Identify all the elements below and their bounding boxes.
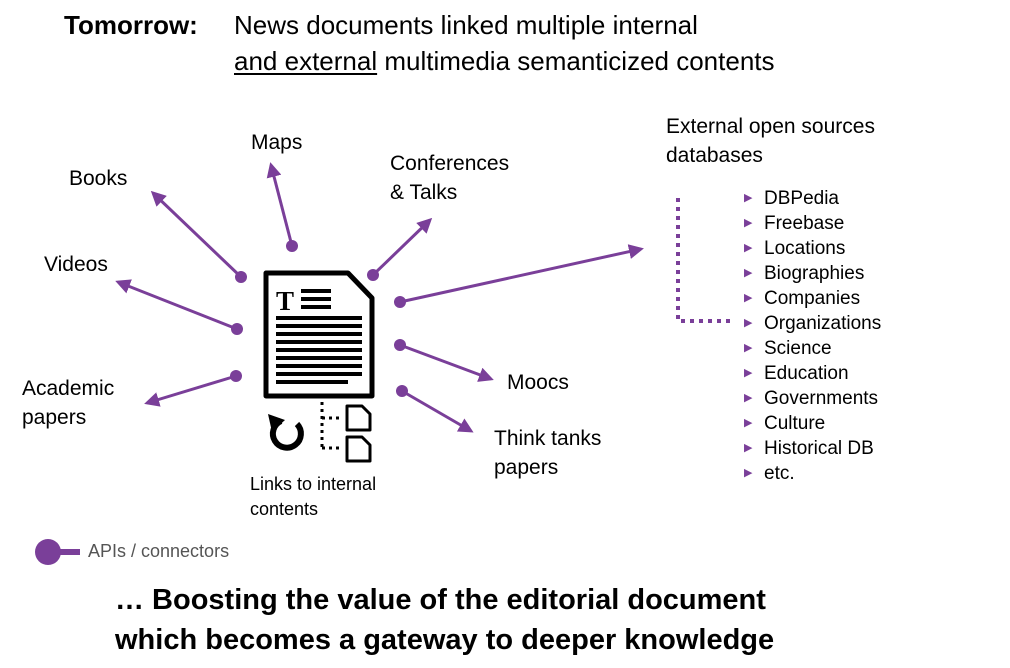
connector-dot-conferences: [367, 269, 379, 281]
internal-links-line2: contents: [250, 499, 319, 519]
header-line2-rest: multimedia semanticized contents: [377, 46, 775, 76]
list-item: ▶ etc.: [744, 461, 881, 486]
node-moocs: Moocs: [507, 371, 569, 394]
document-icon: T: [263, 270, 375, 399]
node-conferences: Conferences & Talks: [390, 149, 509, 207]
connector-dot-academic: [230, 370, 242, 382]
connector-dot-think-tanks: [396, 385, 408, 397]
list-item-label: Governments: [764, 388, 879, 409]
header-underlined: and external: [234, 46, 378, 76]
arrow-books: [150, 190, 243, 279]
header-line1: News documents linked multiple internal: [234, 10, 698, 40]
connector-dot-videos: [231, 323, 243, 335]
list-item: ▶ Governments: [744, 386, 881, 411]
node-conferences-line2: & Talks: [390, 181, 458, 204]
connector-dot-maps: [286, 240, 298, 252]
arrow-think-tanks: [401, 389, 474, 433]
connector-dot-external: [394, 296, 406, 308]
list-item-label: Locations: [764, 238, 846, 259]
external-title-line2: databases: [666, 144, 763, 167]
external-list: ▶ DBPedia ▶ Freebase ▶ Locations ▶ Biographi…: [744, 186, 881, 486]
list-item: ▶ Biographies: [744, 261, 881, 286]
node-maps: Maps: [251, 131, 303, 154]
node-think-tanks-line1: Think tanks: [494, 427, 602, 450]
linked-files-icon: [320, 402, 372, 463]
triangle-bullet-icon: ▶: [744, 342, 753, 354]
list-item: ▶ Historical DB: [744, 436, 881, 461]
list-item-label: Freebase: [764, 213, 845, 234]
node-academic-line1: Academic: [22, 377, 115, 400]
list-item-label: Culture: [764, 413, 826, 434]
triangle-bullet-icon: ▶: [744, 392, 753, 404]
legend-label: APIs / connectors: [88, 541, 230, 561]
footer-text: … Boosting the value of the editorial do…: [115, 580, 774, 660]
triangle-bullet-icon: ▶: [744, 367, 753, 379]
arrow-conferences: [371, 217, 433, 277]
list-item: ▶ Companies: [744, 286, 881, 311]
refresh-icon: [268, 414, 304, 451]
triangle-bullet-icon: ▶: [744, 242, 753, 254]
list-item-label: Education: [764, 363, 849, 384]
arrow-videos: [115, 279, 238, 331]
list-item: ▶ Locations: [744, 236, 881, 261]
list-item: ▶ Education: [744, 361, 881, 386]
node-videos: Videos: [44, 253, 108, 276]
arrow-maps: [266, 162, 294, 247]
triangle-bullet-icon: ▶: [744, 467, 753, 479]
triangle-bullet-icon: ▶: [744, 442, 753, 454]
external-title-line1: External open sources: [666, 115, 875, 138]
list-item-label: Organizations: [764, 313, 882, 334]
footer-line2: which becomes a gateway to deeper knowle…: [115, 624, 775, 656]
list-item: ▶ DBPedia: [744, 186, 881, 211]
header-line2: and external multimedia semanticized con…: [234, 46, 775, 77]
arrow-academic: [144, 374, 237, 407]
list-item: ▶ Culture: [744, 411, 881, 436]
node-academic: Academic papers: [22, 374, 114, 432]
node-think-tanks: Think tanks papers: [494, 424, 601, 482]
triangle-bullet-icon: ▶: [744, 192, 753, 204]
list-item-label: DBPedia: [764, 188, 839, 209]
node-books: Books: [69, 167, 128, 190]
internal-links-line1: Links to internal: [250, 474, 377, 494]
list-item: ▶ Organizations: [744, 311, 881, 336]
list-item-label: Companies: [764, 288, 861, 309]
triangle-bullet-icon: ▶: [744, 317, 753, 329]
node-think-tanks-line2: papers: [494, 456, 559, 479]
list-item-label: etc.: [764, 463, 795, 484]
list-item-label: Historical DB: [764, 438, 874, 459]
triangle-bullet-icon: ▶: [744, 292, 753, 304]
node-academic-line2: papers: [22, 406, 87, 429]
triangle-bullet-icon: ▶: [744, 217, 753, 229]
footer-line1: … Boosting the value of the editorial do…: [115, 584, 766, 616]
triangle-bullet-icon: ▶: [744, 267, 753, 279]
list-item-label: Biographies: [764, 263, 865, 284]
list-item: ▶ Freebase: [744, 211, 881, 236]
arrow-external: [399, 244, 644, 304]
connector-dot-moocs: [394, 339, 406, 351]
list-item-label: Science: [764, 338, 832, 359]
connector-dot-books: [235, 271, 247, 283]
header-prefix: Tomorrow:: [64, 10, 198, 40]
arrow-moocs: [399, 343, 494, 382]
internal-links-caption: Links to internal contents: [250, 472, 376, 522]
triangle-bullet-icon: ▶: [744, 417, 753, 429]
svg-text:T: T: [276, 286, 294, 316]
connector-icon: [35, 539, 80, 565]
external-title: External open sources databases: [666, 112, 875, 170]
node-conferences-line1: Conferences: [390, 152, 510, 175]
external-bracket: [676, 198, 735, 323]
list-item: ▶ Science: [744, 336, 881, 361]
